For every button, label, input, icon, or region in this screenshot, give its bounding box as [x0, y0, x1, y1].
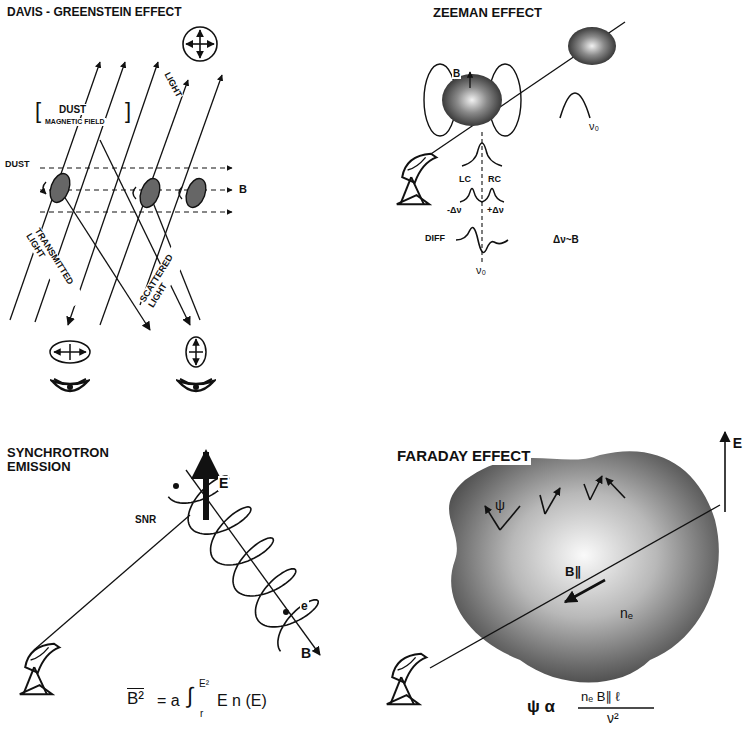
label-text: ν₀ [475, 264, 487, 276]
label-text: B [452, 68, 461, 79]
radio-telescope-icon [387, 654, 427, 704]
label-text: +Δν [486, 206, 505, 216]
label-text: LIGHT [161, 70, 183, 100]
label-text: FARADAY EFFECT [396, 448, 531, 465]
label-text: DUST [4, 160, 31, 170]
label-text: SNR [134, 514, 157, 525]
radio-telescope-icon [20, 644, 60, 694]
label-text: ∫ [186, 684, 194, 708]
label-text: ν₀ [588, 120, 600, 132]
label-text: = a [156, 692, 181, 710]
label-text: ψ [495, 498, 505, 513]
label-text: ] [124, 99, 132, 123]
label-text: B∥ [565, 565, 581, 579]
polarization-circle [183, 27, 217, 61]
label-text: ψ α [526, 698, 556, 717]
label-text: -Δν [446, 206, 462, 216]
label-text: nₑ [620, 606, 633, 621]
label-text: E n (E) [216, 692, 268, 710]
label-text: E [732, 436, 743, 451]
label-text: ν² [606, 711, 620, 726]
label-text: e [300, 600, 309, 613]
label-text: r [199, 708, 204, 719]
label-text: DAVIS - GREENSTEIN EFFECT [6, 6, 182, 19]
label-text: E² [198, 678, 210, 689]
label-text: E [218, 476, 229, 491]
dust-grains [43, 171, 210, 210]
label-text: [ [34, 99, 42, 123]
label-text: MAGNETIC FIELD [44, 118, 106, 126]
eye-icon [52, 379, 88, 391]
polarization-ellipses [50, 337, 206, 367]
synchrotron-illustration [34, 452, 320, 655]
label-text: LC [458, 175, 472, 185]
radio-telescope-icon [397, 154, 437, 204]
magnetic-field-lines [40, 168, 232, 212]
light-rays [10, 62, 222, 330]
label-text: nₑ B∥ ℓ [580, 690, 621, 704]
label-text: SCATTERED LIGHT [138, 236, 195, 311]
label-text: TRANSMITTED LIGHT [23, 226, 85, 309]
label-text: RC [487, 175, 502, 185]
faraday-illustration [430, 432, 725, 708]
label-text: B [238, 183, 248, 195]
label-text: B [300, 646, 312, 661]
label-text: Δν~B [552, 234, 580, 245]
label-text: SYNCHROTRON EMISSION [6, 446, 138, 475]
label-text: DIFF [424, 234, 446, 244]
zeeman-illustration [424, 22, 625, 275]
label-text: ZEEMAN EFFECT [432, 6, 543, 20]
label-text: DUST [58, 104, 87, 115]
label-text: B² [126, 690, 145, 709]
eye-icon [178, 379, 214, 391]
